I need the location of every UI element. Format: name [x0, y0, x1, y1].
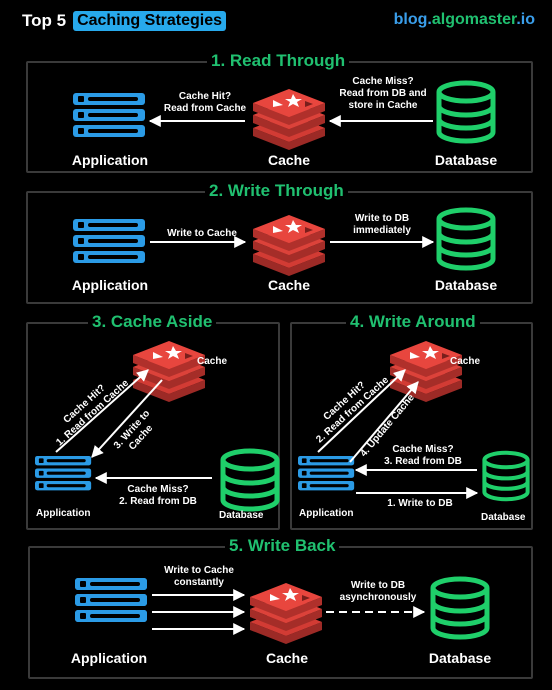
cache-label: Cache: [267, 277, 311, 293]
read-through-title: 1. Read Through: [207, 51, 350, 71]
cache-label: Cache: [267, 152, 311, 168]
brand-green: algomaster: [431, 11, 517, 28]
db-line-2: immediately: [353, 225, 411, 236]
cache-aside-title: 3. Cache Aside: [88, 312, 217, 332]
brand-blue: blog.: [393, 11, 432, 28]
database-label: Database: [428, 650, 492, 666]
write-through-title: 2. Write Through: [205, 181, 348, 201]
read-from-cache-arrow: [55, 369, 149, 453]
cache-line-2: constantly: [173, 577, 224, 588]
write-back-title: 5. Write Back: [225, 536, 340, 556]
application-label: Application: [71, 277, 149, 293]
cache-aside-cache-label: Cache: [197, 356, 228, 367]
miss-line-1: Cache Miss?: [392, 444, 454, 455]
application-server-icon: [298, 456, 355, 491]
miss-line-1: Cache Miss?: [352, 76, 414, 87]
write-to-cache-arrow: [91, 379, 163, 458]
miss-line-2: Read from DB and: [339, 88, 427, 99]
write-back-cache-label: Write to Cache constantly: [153, 565, 245, 589]
read-through-miss-label: Cache Miss? Read from DB and store in Ca…: [333, 76, 433, 112]
db-line-1: Write to DB: [354, 213, 410, 224]
database-icon: [223, 451, 277, 509]
database-label: Database: [219, 510, 264, 521]
db-line-1: Write to DB: [350, 580, 406, 591]
read-through-hit-label: Cache Hit? Read from Cache: [160, 91, 250, 115]
cache-redis-icon: [133, 341, 205, 402]
cache-line-1: Write to Cache: [164, 565, 234, 576]
database-label: Database: [481, 512, 526, 523]
page-title: Top 5 Caching Strategies: [22, 9, 227, 33]
cache-aside-miss-label: Cache Miss? 2. Read from DB: [110, 484, 206, 508]
application-label: Application: [299, 508, 354, 519]
read-from-cache-arrow: [317, 369, 406, 453]
database-icon: [484, 453, 527, 499]
cache-redis-icon: [390, 341, 462, 402]
application-server-icon: [35, 456, 92, 491]
update-cache-arrow: [349, 381, 419, 463]
title-prefix: Top 5: [22, 11, 67, 30]
application-server-icon: [73, 219, 145, 263]
write-around-cache-label: Cache: [450, 356, 481, 367]
cache-redis-icon: [253, 215, 325, 276]
write-around-db-label: 1. Write to DB: [387, 498, 453, 509]
application-server-icon: [73, 93, 145, 137]
miss-line-2: 3. Read from DB: [384, 456, 462, 467]
miss-line-3: store in Cache: [348, 100, 418, 111]
title-highlight: Caching Strategies: [73, 11, 227, 31]
database-label: Database: [434, 152, 498, 168]
brand-tail: .io: [516, 11, 535, 28]
application-server-icon: [75, 578, 147, 622]
hit-line-1: Cache Hit?: [178, 91, 232, 102]
application-label: Application: [36, 508, 91, 519]
write-back-db-label: Write to DB asynchronously: [333, 580, 423, 604]
write-through-db-label: Write to DB immediately: [333, 213, 431, 237]
cache-label: Cache: [265, 650, 309, 666]
application-label: Application: [71, 152, 149, 168]
cache-redis-icon: [253, 89, 325, 150]
database-icon: [439, 83, 493, 141]
write-through-cache-label: Write to Cache: [167, 228, 237, 239]
database-icon: [439, 210, 493, 268]
application-label: Application: [70, 650, 148, 666]
miss-line-1: Cache Miss?: [127, 484, 189, 495]
miss-line-2: 2. Read from DB: [119, 496, 197, 507]
database-icon: [433, 579, 487, 637]
cache-redis-icon: [250, 583, 322, 644]
database-label: Database: [434, 277, 498, 293]
write-around-title: 4. Write Around: [346, 312, 480, 332]
hit-line-2: Read from Cache: [163, 103, 247, 114]
brand-link[interactable]: blog.algomaster.io: [394, 11, 535, 29]
write-around-miss-label: Cache Miss? 3. Read from DB: [373, 444, 473, 468]
db-line-2: asynchronously: [339, 592, 417, 603]
